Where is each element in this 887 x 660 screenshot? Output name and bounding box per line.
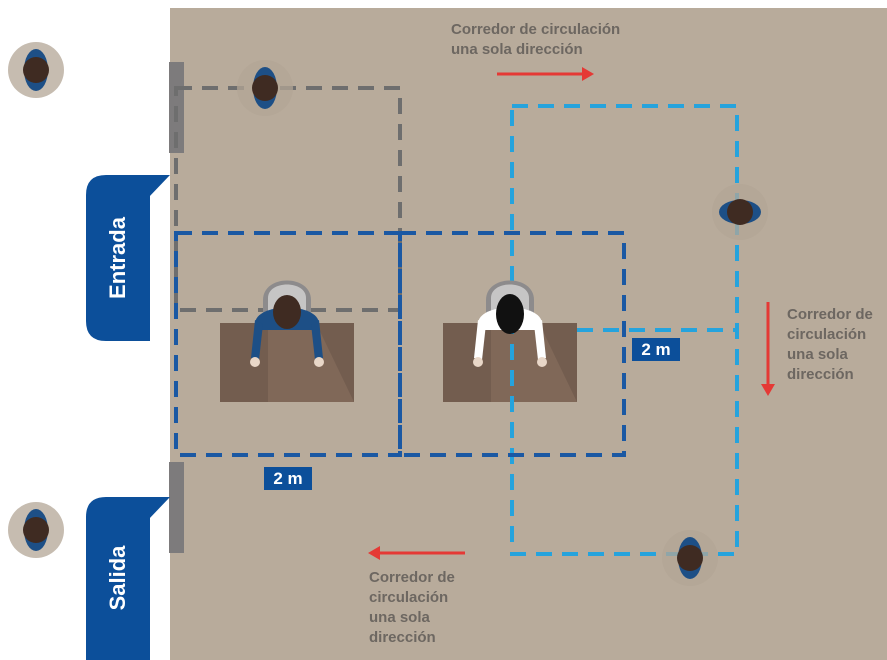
entrance-label: Entrada — [105, 217, 130, 299]
corridor-label-bottom: Corredor de circulación una sola direcci… — [369, 569, 455, 646]
corridor-label-top: Corredor de circulación una sola direcci… — [451, 21, 621, 58]
person-outside-top-icon — [8, 42, 64, 98]
arrow-bottom-left-icon — [368, 546, 465, 560]
distance-zone-dark-blue-right — [398, 231, 626, 457]
desk-right — [443, 323, 577, 402]
exit-tab — [86, 497, 170, 660]
corridor-label-right: Corredor de circulación una sola direcci… — [787, 306, 873, 383]
person-entrance-icon — [237, 60, 293, 116]
exit-label: Salida — [105, 545, 130, 611]
wall-segment-bottom — [169, 462, 184, 553]
distance-tag-bottom: 2 m — [264, 467, 312, 490]
person-outside-bottom-icon — [8, 502, 64, 558]
arrow-top-right-icon — [497, 67, 594, 81]
arrow-right-down-icon — [761, 302, 775, 396]
distance-zone-dark-blue-left — [174, 231, 402, 457]
person-right-corridor-icon — [712, 184, 768, 240]
desk-left — [220, 323, 354, 402]
entrance-tab — [86, 175, 170, 341]
distance-tag-right: 2 m — [632, 338, 680, 361]
person-bottom-corridor-icon — [662, 530, 718, 586]
